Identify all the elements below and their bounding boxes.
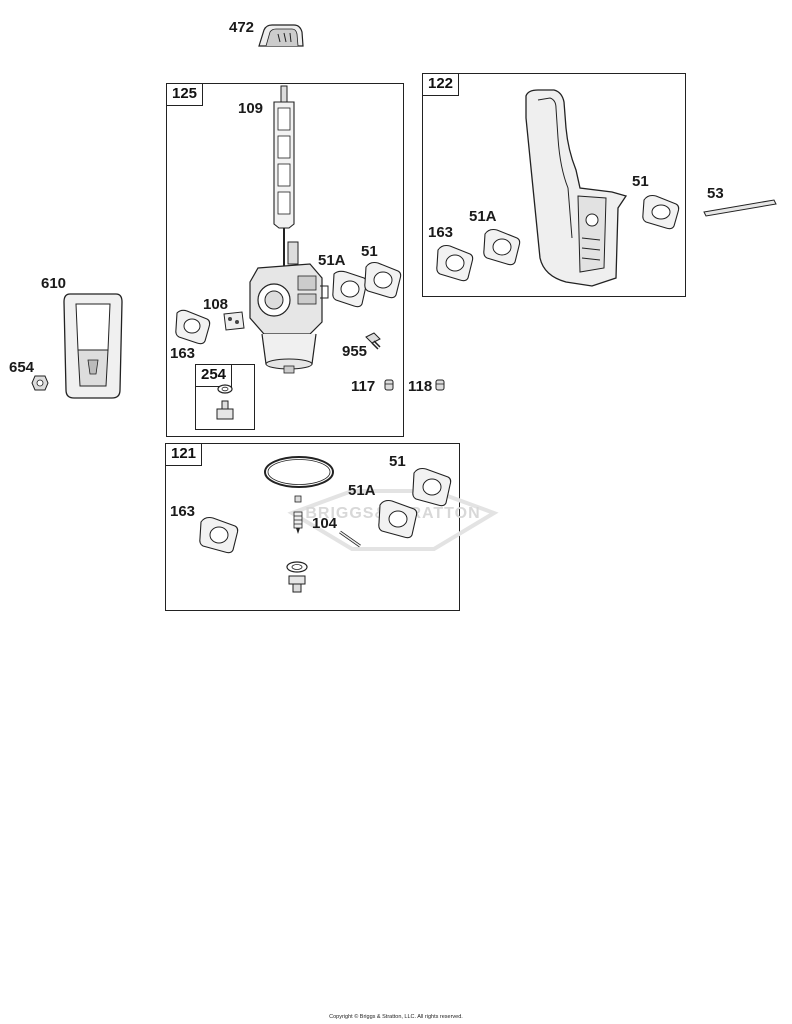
box-gasket-set: 254 xyxy=(195,364,255,430)
part-label-610: 610 xyxy=(41,275,67,292)
part-163-gasket-carb xyxy=(175,309,211,345)
part-122-air-guide xyxy=(525,89,628,287)
part-117-jet xyxy=(384,379,394,391)
copyright-notice: Copyright © Briggs & Stratton, LLC. All … xyxy=(329,1014,463,1020)
part-label-108: 108 xyxy=(203,296,229,313)
part-label-955: 955 xyxy=(342,343,368,360)
part-163-gasket-kit xyxy=(199,516,239,554)
part-163-gasket-r xyxy=(436,244,474,282)
part-kit-washer-bolt xyxy=(286,561,308,593)
box-id-122: 122 xyxy=(423,74,460,96)
part-label-472: 472 xyxy=(229,19,255,36)
part-label-51a-carb: 51A xyxy=(318,252,346,269)
part-654-nut xyxy=(31,375,49,391)
part-label-163-r: 163 xyxy=(428,224,454,241)
part-610-air-filter-cover xyxy=(63,293,123,399)
part-label-53: 53 xyxy=(707,185,724,202)
box-id-125: 125 xyxy=(167,84,204,106)
part-label-51-kit: 51 xyxy=(389,453,406,470)
part-label-109: 109 xyxy=(238,100,264,117)
part-108-plate xyxy=(223,311,245,331)
part-label-118: 118 xyxy=(408,378,433,395)
part-needle-valve xyxy=(293,495,303,534)
part-51a-gasket-r xyxy=(483,228,521,266)
part-label-51-carb: 51 xyxy=(361,243,378,260)
part-label-163-carb: 163 xyxy=(170,345,196,362)
part-118-jet xyxy=(435,379,445,391)
part-label-51-r: 51 xyxy=(632,173,649,190)
part-51a-gasket-kit xyxy=(378,499,418,539)
part-label-104: 104 xyxy=(312,515,338,532)
part-oring xyxy=(264,456,334,488)
part-label-163-kit: 163 xyxy=(170,503,196,520)
box-id-254: 254 xyxy=(196,365,233,387)
part-109-rod xyxy=(273,85,295,266)
part-51-gasket-carb xyxy=(364,261,402,299)
part-carburetor-body xyxy=(249,241,329,374)
part-955-screw xyxy=(365,332,381,350)
box-air-guide: 122 xyxy=(422,73,686,297)
part-label-117: 117 xyxy=(351,378,376,395)
box-carb-kit: 121 xyxy=(165,443,460,611)
part-51a-gasket-carb xyxy=(332,270,368,308)
part-472-cover xyxy=(258,24,304,47)
part-254-washer-bolt xyxy=(216,384,234,420)
part-51-gasket-r xyxy=(642,194,680,230)
part-label-654: 654 xyxy=(9,359,35,376)
box-carburetor-assembly: 125 xyxy=(166,83,404,437)
part-53-stud xyxy=(703,199,777,217)
part-51-gasket-kit xyxy=(412,467,452,507)
part-104-pin xyxy=(339,530,361,548)
part-label-51a-kit: 51A xyxy=(348,482,376,499)
part-label-51a-r: 51A xyxy=(469,208,497,225)
box-id-121: 121 xyxy=(166,444,203,466)
